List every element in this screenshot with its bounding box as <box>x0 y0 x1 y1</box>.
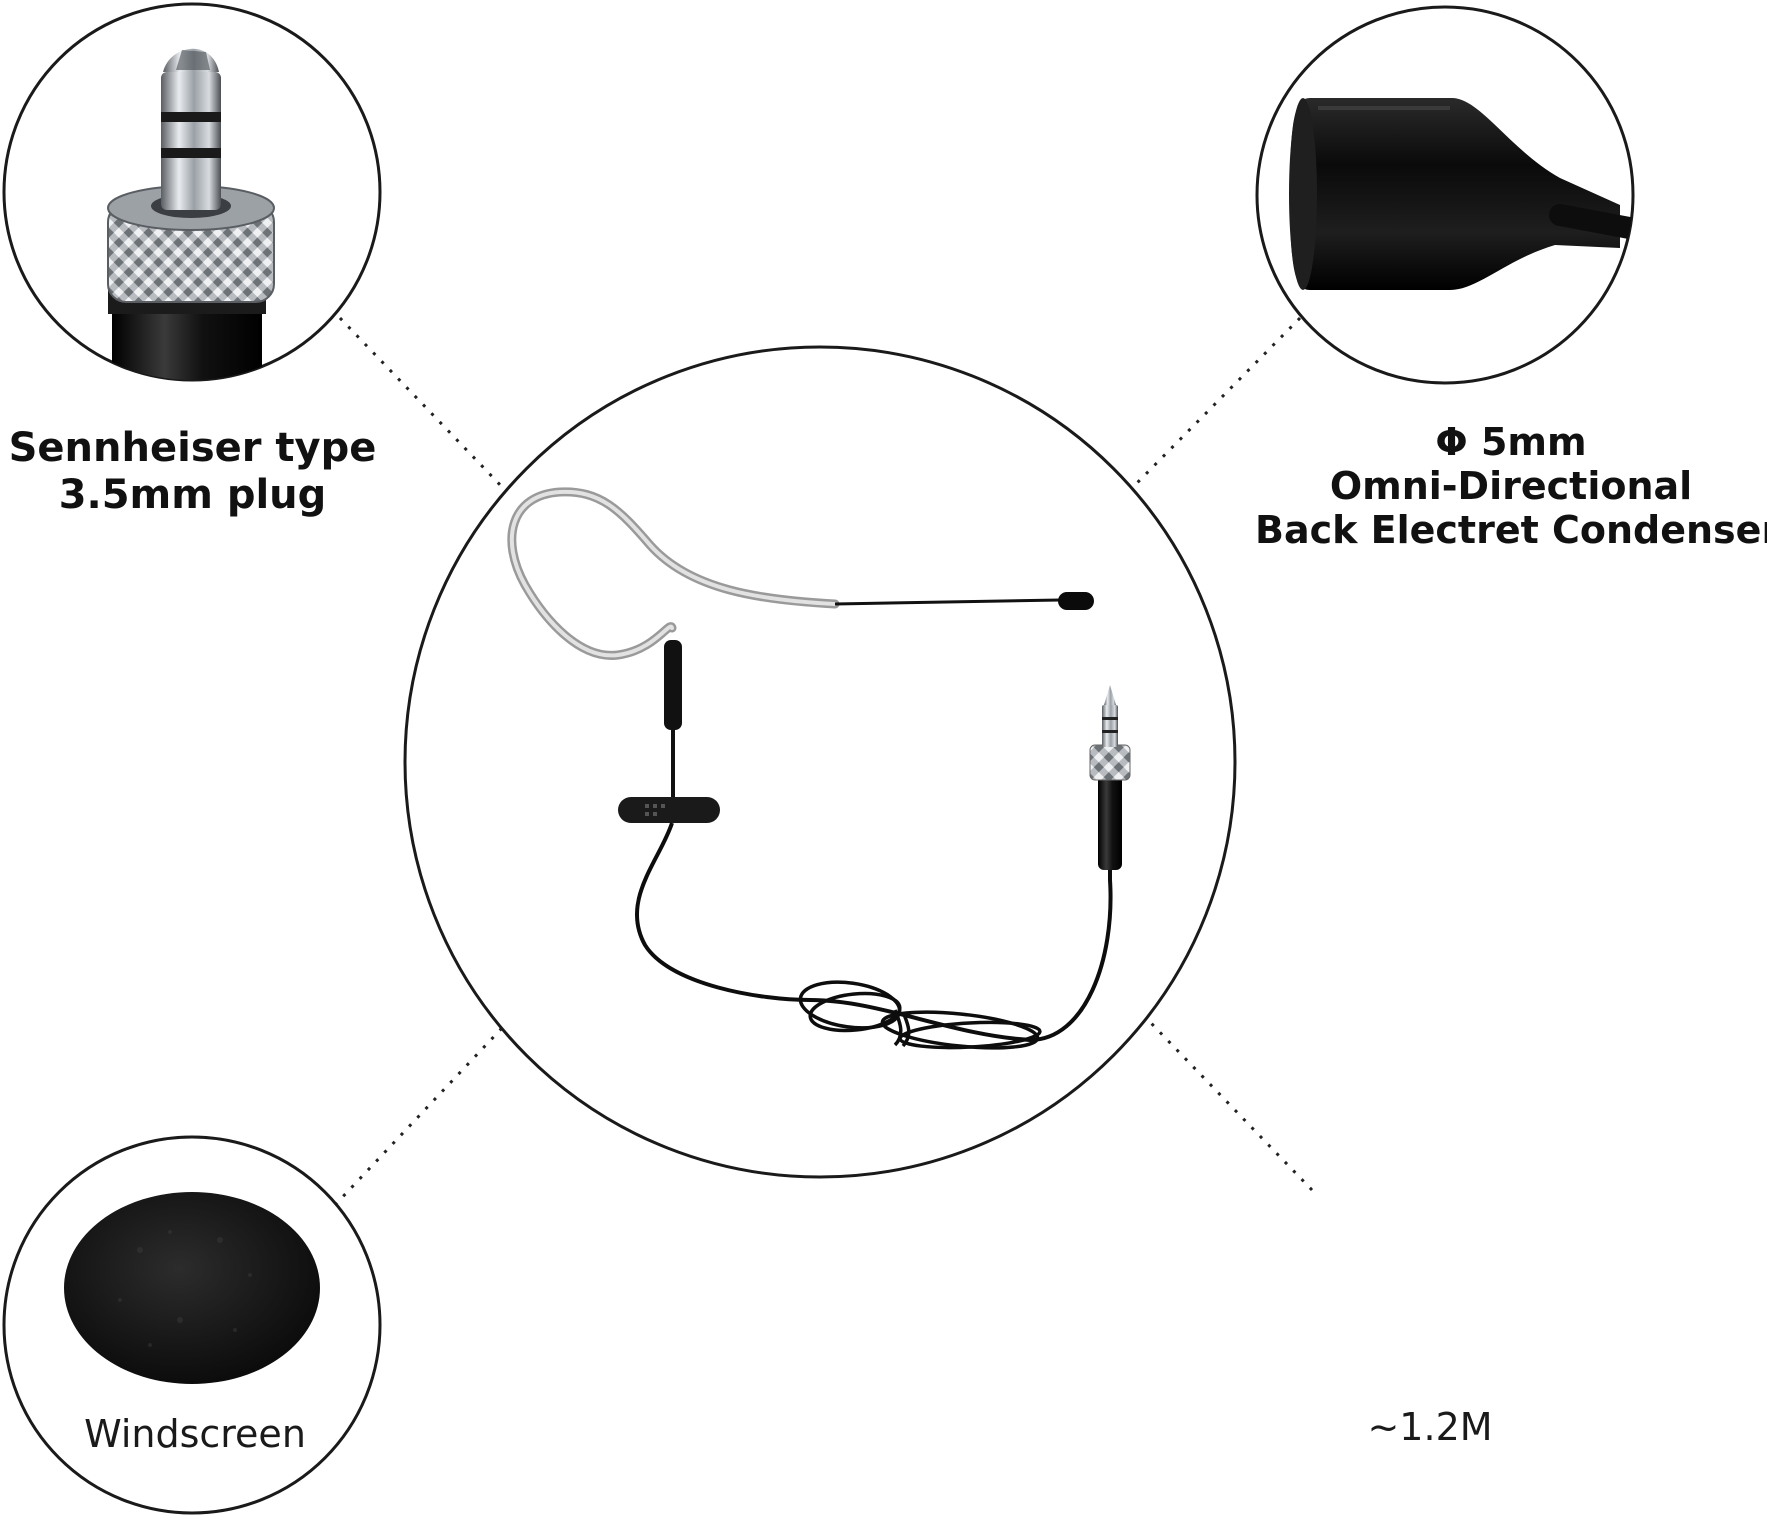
windscreen-label: Windscreen <box>84 1412 306 1456</box>
cable-coil <box>798 980 1042 1050</box>
connector-line-bottom-right <box>1148 1020 1314 1192</box>
cable-length-label: ~1.2M <box>1367 1405 1493 1449</box>
windscreen-circle <box>2 1135 382 1515</box>
connector-line-bottom-left <box>333 1026 504 1207</box>
capsule-caption-line-3: Back Electret Condenser <box>1255 508 1767 553</box>
plug-closeup-circle <box>2 2 382 382</box>
capsule-caption: Φ 5mm Omni-Directional Back Electret Con… <box>1255 420 1767 552</box>
plug-caption-line-1: Sennheiser type <box>8 425 377 471</box>
capsule-closeup-circle <box>1255 5 1635 385</box>
connector-lines <box>333 316 1314 1207</box>
microphone-capsule-icon <box>1289 98 1633 290</box>
plug-caption-line-2: 3.5mm plug <box>58 472 327 519</box>
garment-clip <box>618 797 720 823</box>
cable-sleeve <box>664 640 682 730</box>
foam-windscreen-icon <box>64 1192 320 1384</box>
plug-caption: Sennheiser type 3.5mm plug <box>0 425 385 519</box>
capsule-caption-line-1: Φ 5mm <box>1435 420 1587 464</box>
headset-circle <box>403 345 1237 1179</box>
capsule-caption-line-2: Omni-Directional <box>1329 464 1693 509</box>
earset-microphone-icon <box>507 487 1131 1050</box>
small-plug <box>1089 685 1131 870</box>
sennheiser-3.5mm-plug-icon <box>107 48 275 380</box>
mic-capsule-small <box>1058 592 1094 610</box>
